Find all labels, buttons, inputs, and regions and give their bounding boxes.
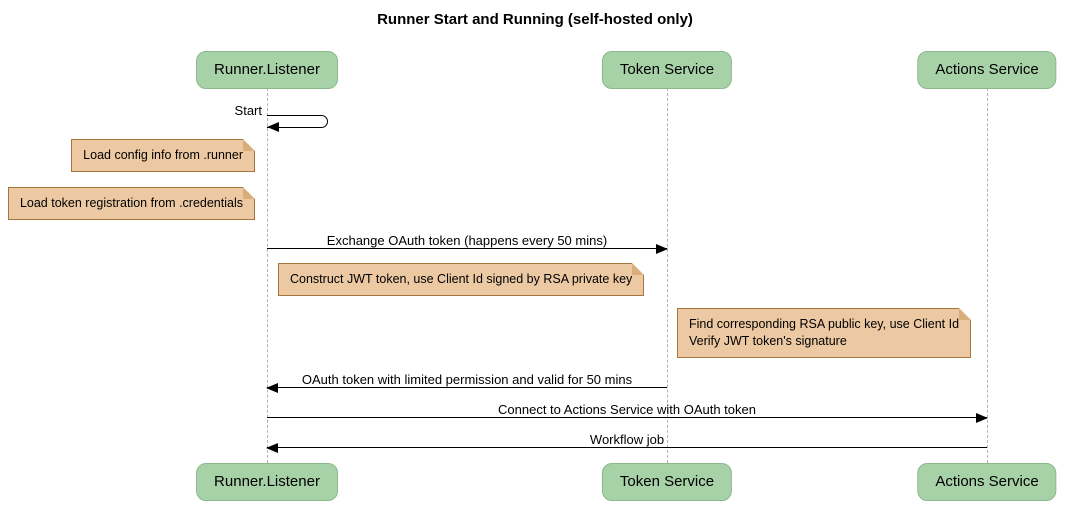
note-construct-jwt-text: Construct JWT token, use Client Id signe…	[290, 272, 633, 286]
arrowhead-right-icon	[656, 244, 668, 254]
arrowhead-left-icon	[266, 443, 278, 453]
self-message-arrowhead-icon	[267, 122, 279, 132]
participant-actions-service-top: Actions Service	[917, 51, 1057, 89]
note-construct-jwt: Construct JWT token, use Client Id signe…	[278, 263, 645, 296]
note-fold-icon	[959, 308, 972, 320]
note-load-config: Load config info from .runner	[71, 139, 255, 172]
lifeline-actions-service	[987, 88, 988, 463]
message-workflow-job-label: Workflow job	[589, 432, 665, 447]
message-oauth-token-label: OAuth token with limited permission and …	[301, 372, 633, 387]
participant-token-service-bottom: Token Service	[601, 463, 733, 501]
diagram-title: Runner Start and Running (self-hosted on…	[377, 11, 693, 28]
participant-runner-listener-top: Runner.Listener	[196, 51, 338, 89]
message-workflow-job-line	[266, 443, 987, 453]
note-load-config-text: Load config info from .runner	[83, 148, 243, 162]
note-fold-icon	[632, 263, 645, 275]
message-exchange-oauth-line	[267, 244, 668, 254]
arrowhead-left-icon	[266, 383, 278, 393]
note-verify-jwt: Find corresponding RSA public key, use C…	[677, 308, 972, 358]
note-fold-icon	[243, 139, 255, 151]
note-fold-icon	[243, 187, 255, 199]
self-message-start-loop	[267, 115, 328, 128]
message-exchange-oauth-label: Exchange OAuth token (happens every 50 m…	[326, 233, 608, 248]
note-verify-jwt-line2: Verify JWT token's signature	[689, 334, 847, 348]
lifeline-token-service	[667, 88, 668, 463]
participant-runner-listener-bottom: Runner.Listener	[196, 463, 338, 501]
participant-token-service-top: Token Service	[601, 51, 733, 89]
message-connect-actions-line	[267, 413, 988, 423]
arrowhead-right-icon	[976, 413, 988, 423]
lifeline-runner-listener	[267, 88, 268, 463]
note-load-token-registration: Load token registration from .credential…	[7, 187, 255, 220]
self-message-start-label: Start	[234, 103, 262, 118]
message-oauth-token-line	[266, 383, 667, 393]
participant-actions-service-bottom: Actions Service	[917, 463, 1057, 501]
note-load-token-registration-text: Load token registration from .credential…	[19, 196, 243, 210]
note-verify-jwt-line1: Find corresponding RSA public key, use C…	[689, 317, 960, 331]
message-connect-actions-label: Connect to Actions Service with OAuth to…	[498, 402, 756, 417]
